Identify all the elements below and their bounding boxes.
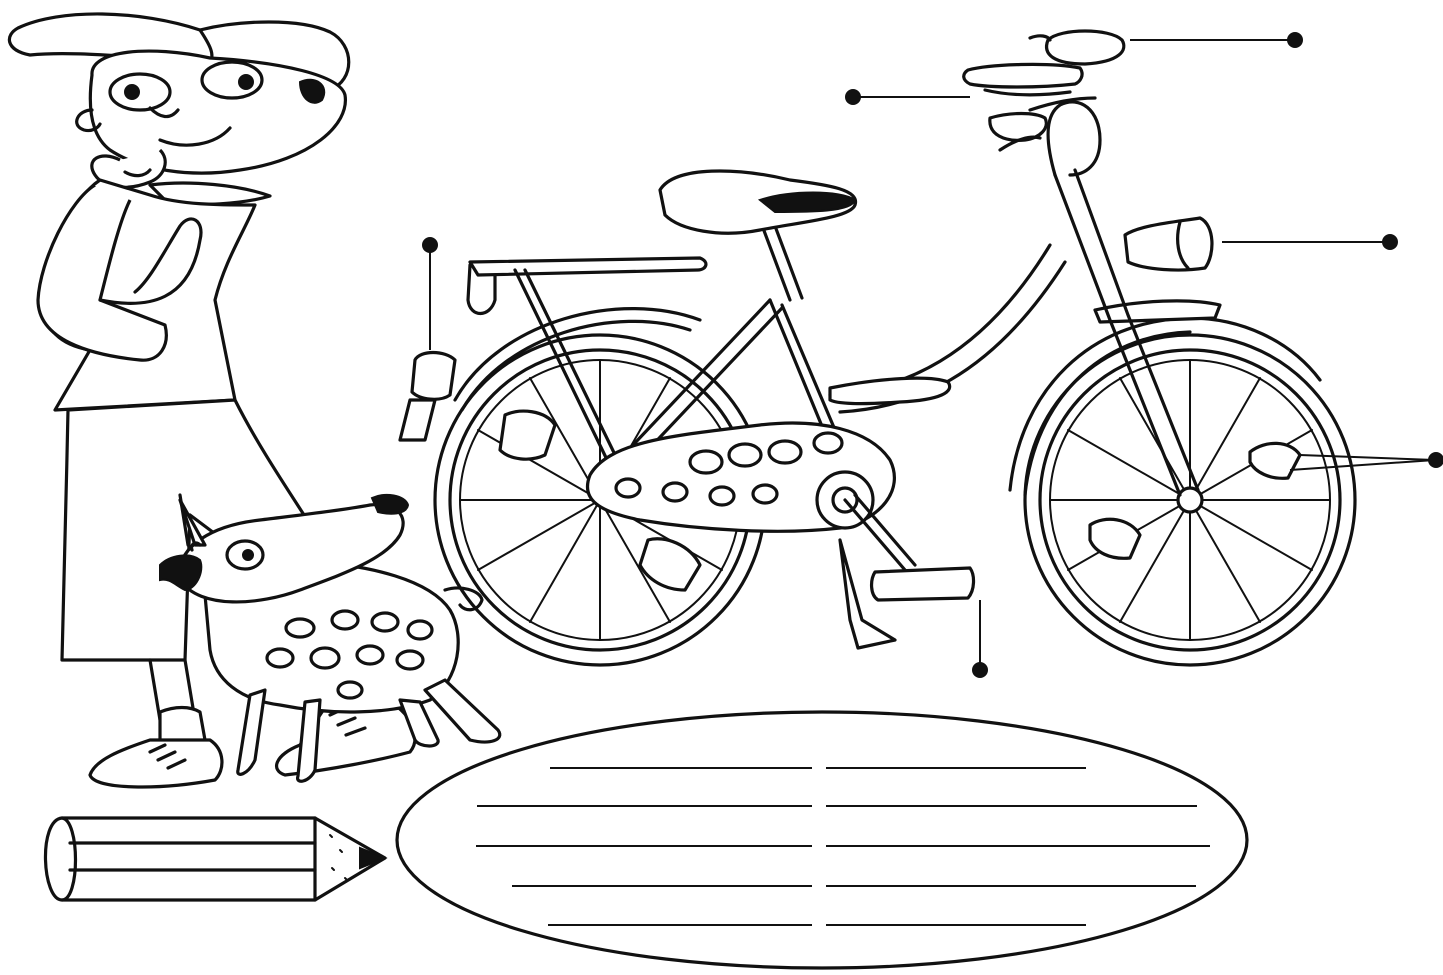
brake-lever-pointer [845,89,970,105]
front-lamp-pointer [1222,234,1398,250]
answer-oval [397,712,1247,968]
pedal-pointer [972,600,988,678]
pencil-illustration [45,818,385,900]
writing-lines [476,768,1210,925]
rear-reflector-pointer [422,237,438,350]
front-wheel [1025,335,1355,665]
reflectors-pointer [1290,452,1443,470]
bell-pointer [1130,32,1303,48]
bicycle-illustration [400,31,1355,665]
